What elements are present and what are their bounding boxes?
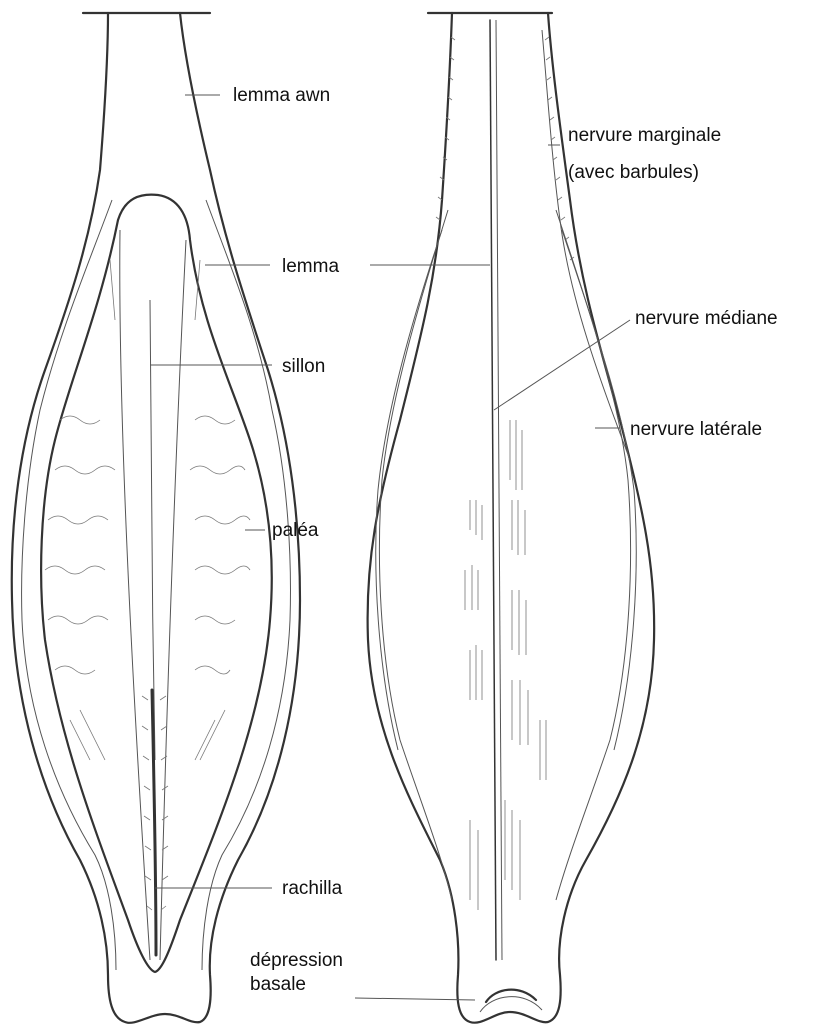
label-nervure-laterale: nervure latérale xyxy=(630,419,762,440)
label-rachilla: rachilla xyxy=(282,878,343,899)
label-depression: dépression xyxy=(250,950,343,971)
label-lemma: lemma xyxy=(282,256,339,277)
leader-nervure-mediane xyxy=(494,320,630,410)
label-depression-basale: basale xyxy=(250,974,306,995)
label-lemma-awn: lemma awn xyxy=(233,85,330,106)
label-nervure-mediane: nervure médiane xyxy=(635,308,778,329)
label-nervure-marginale: nervure marginale xyxy=(568,125,721,146)
palea-shading xyxy=(45,260,250,760)
lemma-shading xyxy=(465,420,546,910)
label-palea: paléa xyxy=(272,520,319,541)
leader-lines xyxy=(150,95,630,1000)
label-sillon: sillon xyxy=(282,356,325,377)
label-nervure-marginale-sub: (avec barbules) xyxy=(568,162,699,183)
left-grain-drawing xyxy=(12,13,300,1023)
